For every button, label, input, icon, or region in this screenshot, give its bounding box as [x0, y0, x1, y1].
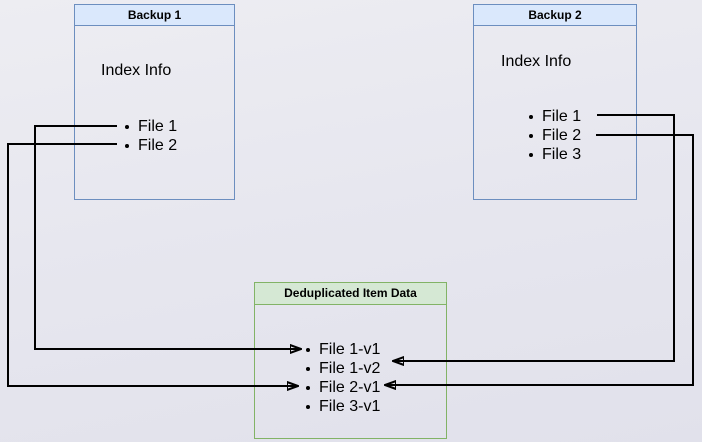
backup2-file-list: File 1 File 2 File 3 [528, 107, 582, 164]
list-item: File 1-v2 [305, 360, 381, 377]
backup2-title: Backup 2 [528, 8, 582, 22]
dedup-header: Deduplicated Item Data [255, 283, 446, 305]
list-item: File 3 [528, 146, 582, 163]
dedup-title: Deduplicated Item Data [284, 286, 417, 300]
backup2-box: Backup 2 Index Info File 1 File 2 File 3 [473, 4, 637, 200]
backup1-file-list: File 1 File 2 [124, 117, 178, 155]
backup1-header: Backup 1 [75, 5, 234, 26]
list-item: File 2-v1 [305, 379, 381, 396]
list-item: File 1 [528, 108, 582, 125]
list-item: File 1-v1 [305, 341, 381, 358]
list-item: File 2 [528, 127, 582, 144]
list-item: File 3-v1 [305, 398, 381, 415]
backup2-subtitle: Index Info [501, 53, 572, 70]
backup1-title: Backup 1 [127, 8, 182, 22]
backup1-box: Backup 1 Index Info File 1 File 2 [74, 4, 235, 200]
list-item: File 1 [124, 118, 178, 135]
deduplicated-item-data-box: Deduplicated Item Data File 1-v1 File 1-… [254, 282, 447, 439]
dedup-file-list: File 1-v1 File 1-v2 File 2-v1 File 3-v1 [305, 340, 381, 416]
backup1-subtitle: Index Info [101, 62, 172, 79]
list-item: File 2 [124, 137, 178, 154]
backup2-header: Backup 2 [474, 5, 636, 26]
